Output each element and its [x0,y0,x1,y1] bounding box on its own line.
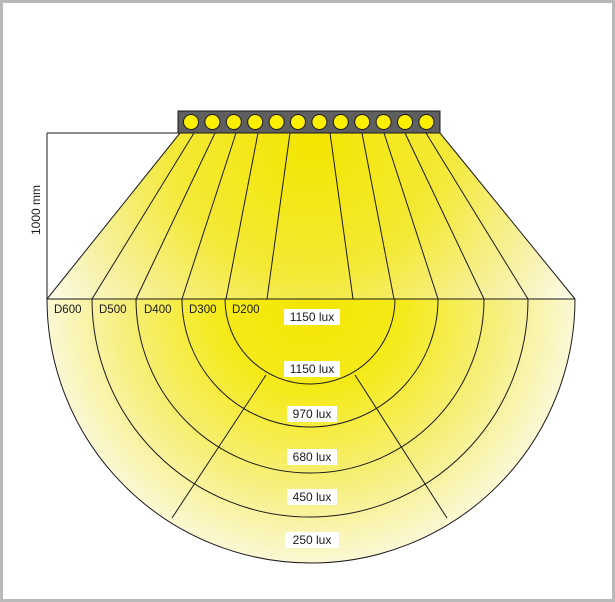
led-4 [247,114,264,130]
lux-label-1: 1150 lux [284,309,340,325]
lux-label-6: 250 lux [285,532,339,548]
diagram-lines [46,132,576,564]
diameter-label-d200: D200 [232,304,260,316]
lux-label-4: 680 lux [287,449,337,465]
led-3 [225,114,242,130]
light-field [47,299,575,563]
diameter-label-d400: D400 [144,304,172,316]
svg-text:680 lux: 680 lux [293,450,332,464]
fixture-bar [177,110,441,134]
lux-label-2: 1150 lux [284,361,340,377]
svg-text:1150 lux: 1150 lux [290,310,334,324]
led-9 [354,114,371,130]
led-10 [375,114,392,130]
led-2 [204,114,221,130]
led-6 [290,114,306,130]
led-11 [397,114,413,130]
diameter-label-d300: D300 [189,304,217,316]
svg-text:450 lux: 450 lux [293,490,332,504]
led-row [183,114,435,130]
led-12 [418,114,435,130]
distance-label: 1000 mm [29,185,43,235]
led-5 [268,114,285,130]
svg-text:250 lux: 250 lux [293,533,332,547]
lux-label-5: 450 lux [287,489,337,505]
led-1 [183,114,199,130]
diameter-label-d500: D500 [99,304,127,316]
svg-text:1150 lux: 1150 lux [290,362,334,376]
svg-text:970 lux: 970 lux [293,407,332,421]
light-cone [47,133,575,299]
lux-label-3: 970 lux [287,406,337,422]
led-8 [332,114,349,130]
diameter-label-d600: D600 [54,304,82,316]
led-7 [311,114,328,130]
